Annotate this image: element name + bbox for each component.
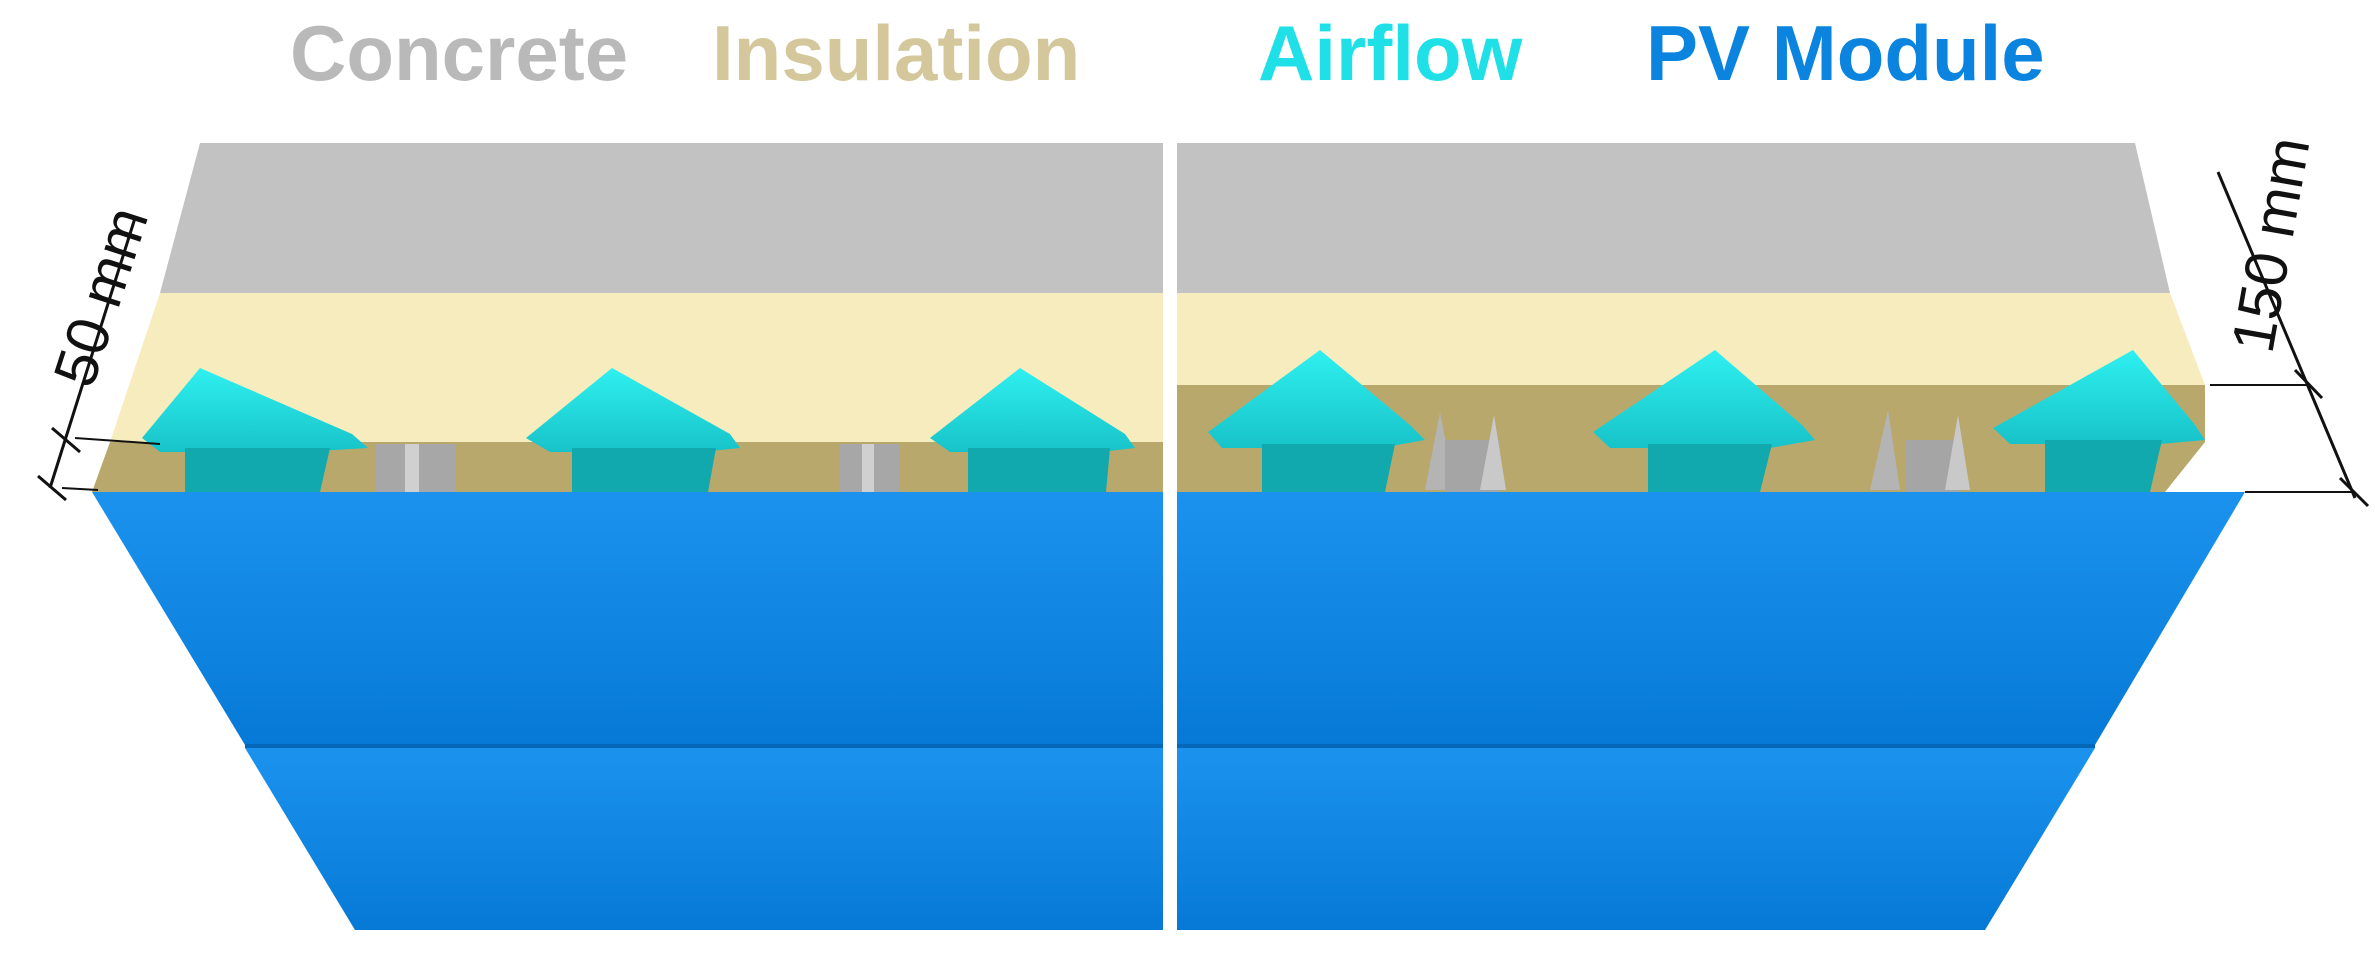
right-pv-module-bottom xyxy=(1177,748,2095,930)
left-pv-module-top xyxy=(92,492,1163,745)
up-arrow-icon xyxy=(142,368,368,492)
up-arrow-icon xyxy=(526,368,740,492)
up-arrow-icon xyxy=(930,368,1135,492)
dimension-label-150mm: 150 mm xyxy=(2219,132,2323,357)
right-insulation-layer xyxy=(1177,293,2205,385)
rail-bracket-icon xyxy=(375,444,455,492)
up-arrow-icon xyxy=(1208,350,1425,492)
right-wall-section xyxy=(1177,143,2245,930)
dimension-right: 150 mm xyxy=(2210,132,2370,508)
rail-bracket-icon xyxy=(1870,410,1970,492)
left-concrete-layer xyxy=(160,143,1163,293)
right-pv-module-top xyxy=(1177,492,2245,745)
left-insulation-layer xyxy=(110,293,1163,442)
right-concrete-layer xyxy=(1177,143,2170,293)
up-arrow-icon xyxy=(1993,350,2205,492)
up-arrow-icon xyxy=(1593,350,1815,492)
left-pv-module-bottom xyxy=(245,748,1163,930)
legend: Concrete Insulation Airflow PV Module xyxy=(290,9,2045,97)
legend-pv-module: PV Module xyxy=(1646,9,2045,97)
left-wall-section xyxy=(92,143,1163,930)
rail-bracket-icon xyxy=(1425,412,1506,492)
legend-airflow: Airflow xyxy=(1258,9,1523,97)
legend-concrete: Concrete xyxy=(290,9,628,97)
legend-insulation: Insulation xyxy=(712,9,1080,97)
rail-bracket-icon xyxy=(840,444,900,492)
panel-divider xyxy=(1163,138,1177,938)
